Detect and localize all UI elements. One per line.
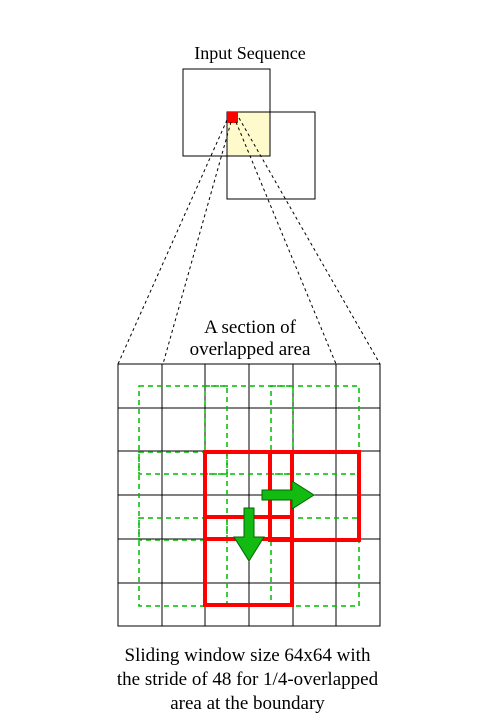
arrow-right-icon: [261, 480, 315, 510]
projection-lines: [117, 117, 381, 365]
dashed-window-top-left: [138, 385, 228, 475]
overlap-region-outline: [226, 111, 271, 157]
overlap-grid: [117, 363, 381, 627]
projection-line-1: [117, 119, 228, 365]
caption-line-3: area at the boundary: [170, 693, 325, 714]
diagram-title: Input Sequence: [194, 43, 306, 63]
projection-line-4: [238, 117, 381, 365]
dashed-window-top-mid: [204, 385, 294, 475]
section-label-line-2: overlapped area: [189, 339, 311, 360]
caption-line-1: Sliding window size 64x64 with: [124, 645, 371, 666]
dashed-window-mid-left: [138, 451, 228, 541]
dashed-window-top-right: [270, 385, 360, 475]
section-label: A section of overlapped area: [150, 317, 350, 361]
caption-line-2: the stride of 48 for 1/4-overlapped: [116, 669, 379, 690]
arrow-down-icon: [233, 507, 265, 562]
input-sequence-group: [182, 68, 316, 200]
section-label-line-1: A section of: [204, 317, 296, 338]
projection-line-3: [235, 121, 337, 365]
dashed-window-bottom-right: [270, 517, 360, 607]
small-red-block: [227, 112, 238, 123]
figure-caption: Sliding window size 64x64 with the strid…: [60, 644, 435, 716]
dashed-window-bottom-left: [138, 517, 228, 607]
